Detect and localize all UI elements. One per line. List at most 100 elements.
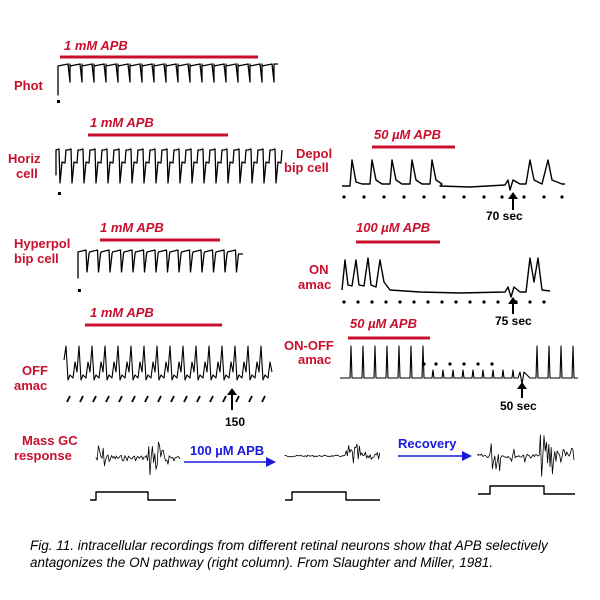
depol-dot-0: [342, 195, 346, 199]
off-amac-tick-9: [183, 395, 188, 403]
hyperpol-drug-label: 1 mM APB: [100, 220, 164, 235]
mass-gc-label-line2: response: [14, 448, 72, 463]
off-amac-label-line2: amac: [14, 378, 47, 393]
horiz-label-line2: cell: [16, 166, 38, 181]
off-amac-tick-2: [92, 395, 97, 403]
mass-gc-control-trace: [95, 441, 181, 476]
off-amac-tick-1: [79, 395, 84, 403]
on-amac-dot-3: [384, 300, 388, 304]
on-off-amac-dot-5: [490, 362, 494, 366]
on-amac-dot-0: [342, 300, 346, 304]
mass-gc-recovery-label: Recovery: [398, 436, 457, 451]
on-off-amac-dot-3: [462, 362, 466, 366]
traces-layer: [55, 55, 578, 501]
phot-drug-label: 1 mM APB: [64, 38, 128, 53]
on-amac-trace: [341, 257, 551, 298]
mass-gc-control-stim: [90, 491, 176, 501]
on-amac-dot-13: [528, 300, 532, 304]
horiz-trace: [55, 148, 283, 184]
on-off-amac-marker-label: 50 sec: [500, 399, 537, 413]
off-amac-tick-7: [157, 395, 162, 403]
depol-dot-2: [382, 195, 386, 199]
depol-dot-10: [542, 195, 546, 199]
mass-gc-apb-stim: [285, 491, 380, 501]
depol-trace: [342, 159, 565, 191]
on-amac-drug-label: 100 µM APB: [356, 220, 430, 235]
on-off-amac-label-line2: amac: [298, 352, 331, 367]
hyperpol-label-line2: bip cell: [14, 251, 59, 266]
apb-blue-arrow-head: [266, 457, 276, 467]
horiz-label-line1: Horiz: [8, 151, 41, 166]
on-off-amac-arrow-head: [517, 382, 527, 389]
depol-label-line1: Depol: [296, 146, 332, 161]
on-amac-dot-14: [542, 300, 546, 304]
off-amac-label-line1: OFF: [22, 363, 48, 378]
off-amac-marker-label: 150: [225, 415, 245, 429]
off-amac-tick-3: [105, 395, 110, 403]
off-amac-tick-10: [196, 395, 201, 403]
on-off-amac-dot-2: [448, 362, 452, 366]
on-amac-arrow-head: [508, 297, 518, 304]
off-amac-arrow-head: [227, 388, 237, 395]
off-amac-tick-4: [118, 395, 123, 403]
on-amac-dot-10: [482, 300, 486, 304]
on-amac-dot-6: [426, 300, 430, 304]
on-amac-marker-label: 75 sec: [495, 314, 532, 328]
on-off-amac-dot-0: [422, 362, 426, 366]
on-amac-dot-7: [440, 300, 444, 304]
on-amac-dot-8: [454, 300, 458, 304]
recovery-blue-arrow-head: [462, 451, 472, 461]
depol-dot-5: [442, 195, 446, 199]
on-off-amac-trace: [340, 345, 578, 385]
mass-gc-apb-trace: [284, 443, 381, 464]
hyperpol-label-line1: Hyperpol: [14, 236, 70, 251]
depol-dot-4: [422, 195, 426, 199]
off-amac-tick-8: [170, 395, 175, 403]
on-amac-dot-2: [370, 300, 374, 304]
depol-dot-7: [482, 195, 486, 199]
off-amac-tick-0: [66, 395, 71, 403]
on-amac-dot-11: [496, 300, 500, 304]
off-amac-tick-14: [248, 395, 253, 403]
horiz-stim-mark: [58, 192, 61, 195]
off-amac-tick-6: [144, 395, 149, 403]
depol-dot-11: [560, 195, 564, 199]
depol-dot-9: [522, 195, 526, 199]
horiz-drug-label: 1 mM APB: [90, 115, 154, 130]
off-amac-drug-label: 1 mM APB: [90, 305, 154, 320]
off-amac-tick-5: [131, 395, 136, 403]
depol-dot-8: [500, 195, 504, 199]
mass-gc-drug-label: 100 µM APB: [190, 443, 264, 458]
on-amac-label-line2: amac: [298, 277, 331, 292]
depol-arrow-head: [508, 192, 518, 199]
depol-dot-1: [362, 195, 366, 199]
on-amac-dot-9: [468, 300, 472, 304]
mass-gc-label-line1: Mass GC: [22, 433, 78, 448]
depol-marker-label: 70 sec: [486, 209, 523, 223]
on-amac-dot-5: [412, 300, 416, 304]
mass-gc-recovery-stim: [478, 485, 575, 495]
off-amac-tick-11: [209, 395, 214, 403]
mass-gc-recovery-trace: [477, 434, 575, 477]
phot-trace: [57, 63, 278, 96]
hyperpol-trace: [77, 249, 243, 279]
on-off-amac-dot-1: [434, 362, 438, 366]
on-off-amac-label-line1: ON-OFF: [284, 338, 334, 353]
off-amac-tick-15: [261, 395, 266, 403]
depol-dot-3: [402, 195, 406, 199]
off-amac-tick-12: [222, 395, 227, 403]
hyperpol-stim-mark: [78, 289, 81, 292]
off-amac-trace: [63, 345, 273, 381]
on-off-amac-dot-4: [476, 362, 480, 366]
depol-dot-6: [462, 195, 466, 199]
phot-label: Phot: [14, 78, 44, 93]
figure-caption: Fig. 11. intracellular recordings from d…: [30, 538, 548, 570]
depol-label-line2: bip cell: [284, 160, 329, 175]
on-amac-dot-4: [398, 300, 402, 304]
on-off-amac-drug-label: 50 µM APB: [350, 316, 417, 331]
depol-drug-label: 50 µM APB: [374, 127, 441, 142]
on-amac-label-line1: ON: [309, 262, 329, 277]
off-amac-tick-13: [235, 395, 240, 403]
on-amac-dot-1: [356, 300, 360, 304]
